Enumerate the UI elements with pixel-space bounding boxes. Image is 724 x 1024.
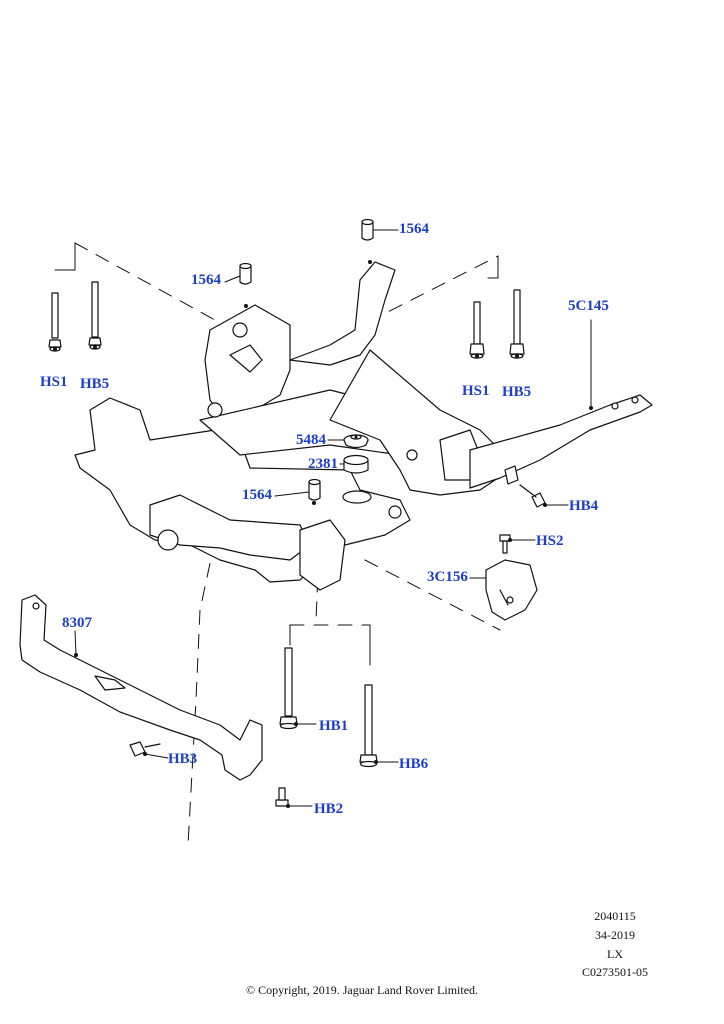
callout-hb5-left: HB5 — [80, 376, 110, 392]
callout-8307: 8307 — [62, 615, 92, 631]
callout-hb2: HB2 — [314, 801, 344, 817]
callout-5484: 5484 — [296, 432, 326, 448]
callout-5c145: 5C145 — [568, 298, 609, 314]
callout-hs2: HS2 — [536, 533, 564, 549]
bolt-hb5-right — [509, 289, 525, 359]
callout-1564-top-right: 1564 — [399, 221, 429, 237]
callout-hs1-left: HS1 — [40, 374, 68, 390]
bolt-hb6 — [359, 684, 378, 768]
ref-code-2: 34-2019 — [595, 928, 635, 942]
callout-hb3: HB3 — [168, 751, 198, 767]
mount-2381 — [343, 454, 369, 474]
callout-hs1-right: HS1 — [462, 383, 490, 399]
callout-hb6: HB6 — [399, 756, 429, 772]
alignment-dashed-lines — [74, 242, 501, 846]
bolt-hb1 — [279, 647, 298, 730]
callout-hb1: HB1 — [319, 718, 349, 734]
callout-hb4: HB4 — [569, 498, 599, 514]
callout-dots — [53, 260, 593, 808]
callout-2381: 2381 — [308, 456, 338, 472]
ref-code-4: C0273501-05 — [582, 965, 648, 979]
bushing-1564-top-left — [239, 262, 252, 285]
front-subframe — [74, 261, 511, 591]
bolt-hs1-left — [48, 292, 62, 352]
bolt-hs2 — [499, 534, 511, 554]
callout-hb5-right: HB5 — [502, 384, 532, 400]
callout-1564-center: 1564 — [242, 487, 272, 503]
crossmember-5c145 — [469, 394, 653, 489]
ref-code-3: LX — [607, 947, 623, 961]
ref-code-1: 2040115 — [594, 909, 636, 923]
callout-3c156: 3C156 — [427, 569, 468, 585]
bolt-hb5-left — [88, 281, 102, 350]
stabilizer-bar-8307 — [19, 594, 263, 781]
callout-leaders — [74, 229, 592, 807]
bushing-1564-top-right — [361, 218, 374, 241]
hardware-leader-lines — [54, 242, 499, 666]
copyright-notice: © Copyright, 2019. Jaguar Land Rover Lim… — [245, 983, 479, 997]
bracket-3c156 — [485, 559, 538, 621]
bolt-hb4 — [519, 484, 546, 508]
bolt-hs1-right — [469, 301, 485, 359]
bolt-hb2 — [275, 787, 289, 807]
mount-seat — [342, 490, 372, 504]
callout-1564-top-left: 1564 — [191, 272, 221, 288]
bushing-1564-center — [308, 478, 321, 501]
